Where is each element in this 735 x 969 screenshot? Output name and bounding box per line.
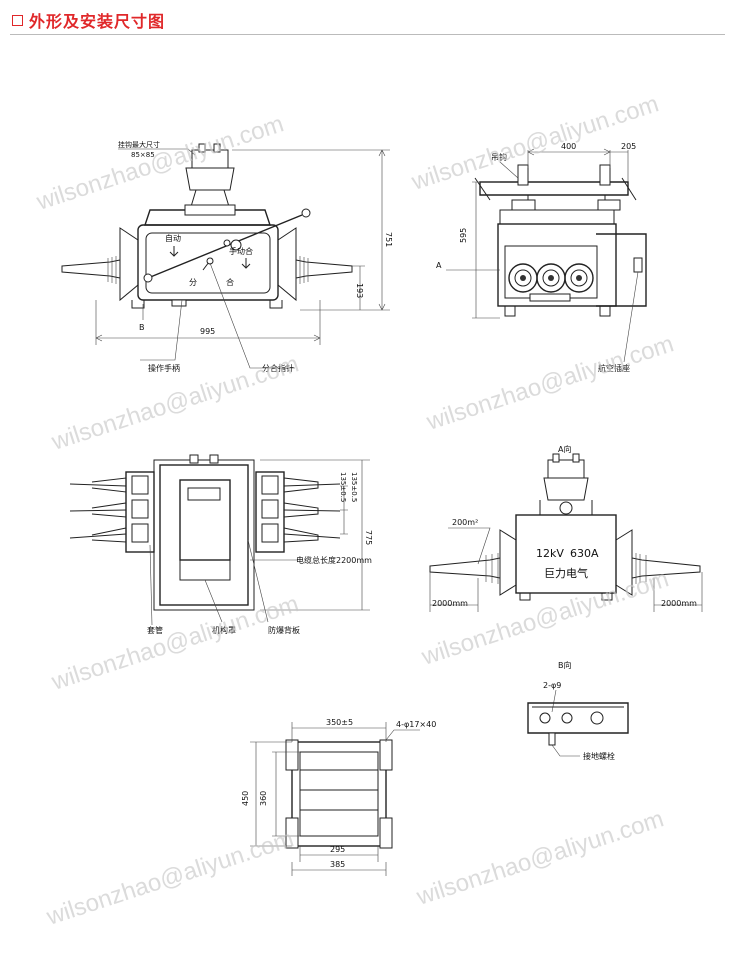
front-view-dim-base-label: 193	[355, 283, 364, 298]
mount-view-dim-450-label: 450	[241, 791, 250, 806]
front-view: 挂钩最大尺寸 85×85 自动 手动合 分 合 995 751 193 B 操作…	[61, 140, 393, 373]
top-outer	[153, 459, 255, 611]
watermark-label: wilsonzhao@aliyun.com	[413, 805, 667, 911]
a-view-dim-left-label: 2000mm	[432, 599, 468, 608]
a-view: A向 12kV 630A 巨力电气 200m² 2000mm 2000mm	[429, 444, 703, 612]
mounting-view: 350±5 4-φ17×40 450 360 295 385	[241, 718, 436, 876]
a-view-body	[515, 514, 617, 594]
side-view-dim-595-label: 595	[459, 228, 468, 243]
side-view-label-aviation-socket-label: 航空插座	[598, 363, 630, 373]
top-view-label-bushing-label: 套管	[147, 625, 163, 635]
a-view-label-rating-a-label: 630A	[570, 547, 599, 560]
watermark-label: wilsonzhao@aliyun.com	[418, 565, 672, 671]
watermark-label: wilsonzhao@aliyun.com	[423, 330, 677, 436]
top-view: 775 135±0.5 135±0.5 电缆总长度2200mm 套管 机构罩 防…	[69, 454, 373, 635]
header-divider	[10, 34, 725, 35]
top-view-label-cable-label: 电缆总长度2200mm	[296, 555, 372, 565]
b-view-label-ground-label: 接地螺栓	[583, 751, 615, 761]
watermark-label: wilsonzhao@aliyun.com	[33, 110, 287, 216]
a-view-label-rating-kv-label: 12kV	[536, 547, 564, 560]
front-view-label-manual-close-label: 手动合	[229, 246, 253, 256]
side-body	[497, 223, 617, 307]
front-view-dim-height-label: 751	[384, 232, 393, 247]
mount-view-dim-385-label: 385	[330, 860, 345, 869]
a-view-label-brand-label: 巨力电气	[544, 566, 588, 580]
side-view-dim-205-label: 205	[621, 142, 636, 151]
page-title: 外形及安装尺寸图	[29, 12, 166, 31]
front-view-dim-width-label: 995	[200, 327, 215, 336]
front-view-label-auto-label: 自动	[165, 233, 181, 243]
top-view-label-mechanism-label: 机构罩	[212, 625, 236, 635]
right-bushings	[255, 471, 341, 553]
side-view-dim-400-label: 400	[561, 142, 576, 151]
b-view-label-holes-label: 2-φ9	[543, 681, 561, 690]
front-view-label-close-label: 合	[226, 277, 234, 287]
top-view-label-explosion-label: 防爆背板	[268, 625, 300, 635]
mount-view-dim-360-label: 360	[259, 791, 268, 806]
top-view-dim-135a-label: 135±0.5	[339, 472, 347, 502]
front-view-label-open-label: 分	[189, 278, 197, 287]
b-view-plate	[527, 702, 629, 734]
a-view-dim-right-label: 2000mm	[661, 599, 697, 608]
aviation-socket	[633, 257, 643, 273]
operating-handle	[147, 214, 303, 279]
side-view-label-A-label: A	[436, 261, 442, 270]
watermark-label: wilsonzhao@aliyun.com	[48, 590, 302, 696]
left-bushings	[69, 471, 155, 553]
side-view: 400 205 595 吊钩 A 航空插座	[436, 142, 647, 373]
right-cable	[295, 259, 353, 279]
top-view-dim-775-label: 775	[364, 530, 373, 545]
mount-view-dim-295-label: 295	[330, 845, 345, 854]
mount-view-dim-350-label: 350±5	[326, 718, 353, 727]
watermark-label: wilsonzhao@aliyun.com	[43, 825, 297, 931]
b-view-title-label: B向	[558, 660, 572, 670]
front-view-label-indicator-label: 分合指针	[262, 363, 294, 373]
checkbox-square-icon	[12, 14, 23, 26]
front-view-label-top-label: 挂钩最大尺寸	[118, 140, 160, 149]
b-view: B向 2-φ9 接地螺栓	[527, 660, 629, 761]
bushing-3	[564, 263, 594, 293]
front-view-label-B-label: B	[139, 323, 145, 332]
mount-frame	[291, 741, 387, 847]
mount-beam	[479, 181, 629, 196]
top-view-dim-135b-label: 135±0.5	[350, 472, 358, 502]
front-view-label-top-dim-label: 85×85	[131, 151, 155, 159]
a-view-title-label: A向	[558, 444, 571, 454]
mount-view-dim-holes-label: 4-φ17×40	[396, 720, 436, 729]
left-cable	[61, 259, 121, 279]
section-header: 外形及安装尺寸图	[12, 8, 165, 32]
a-view-label-area-label: 200m²	[452, 518, 478, 527]
side-view-label-hook-label: 吊钩	[491, 152, 507, 162]
front-view-label-handle-label: 操作手柄	[148, 363, 180, 373]
